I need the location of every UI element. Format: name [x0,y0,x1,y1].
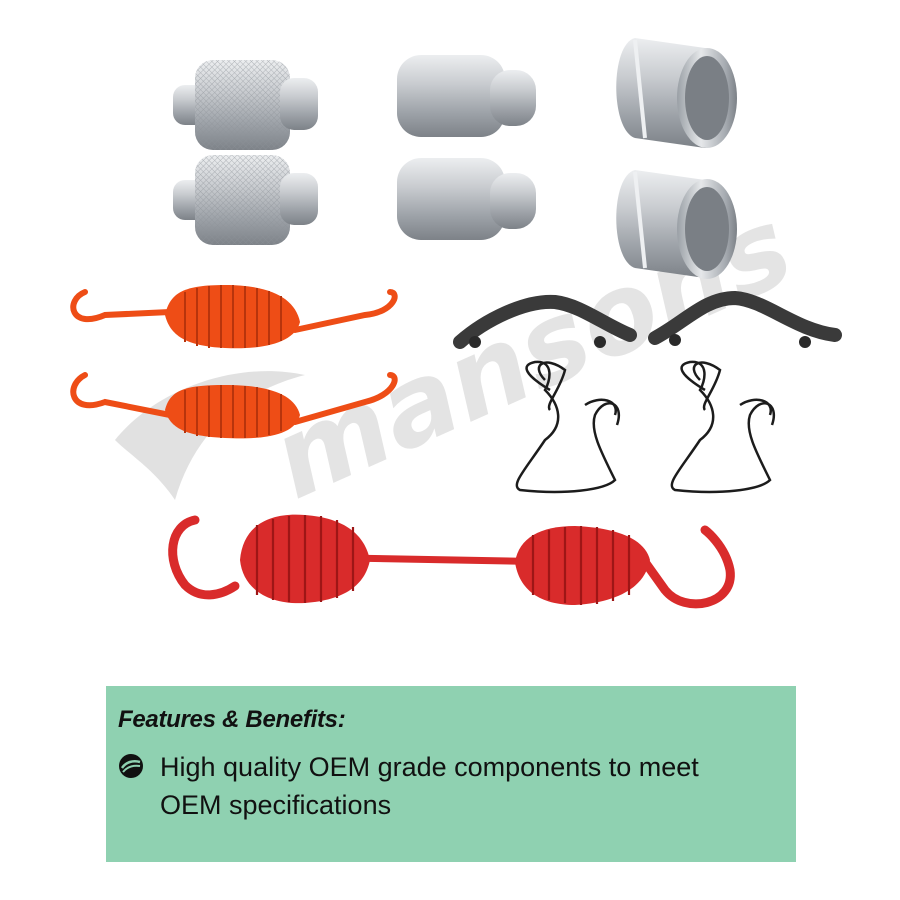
red-return-spring [168,514,735,609]
wire-clip [515,360,620,494]
orange-return-spring [70,285,398,349]
plain-roller [397,158,536,240]
feature-item-text: High quality OEM grade components to mee… [160,752,699,820]
plain-roller [397,55,536,137]
bushing [616,38,737,148]
features-title: Features & Benefits: [118,706,346,733]
black-retainer-clip [648,290,842,348]
knurled-roller [173,60,318,150]
black-retainer-clip [453,294,637,349]
knurled-roller [173,155,318,245]
swoosh-bullet-icon [119,754,143,778]
feature-item: High quality OEM grade components to mee… [118,748,782,824]
product-photo: mansons [45,30,860,660]
orange-return-spring [70,372,398,439]
features-panel: Features & Benefits: High quality OEM gr… [106,686,796,862]
wire-clip [670,360,775,494]
bushing [616,170,737,279]
